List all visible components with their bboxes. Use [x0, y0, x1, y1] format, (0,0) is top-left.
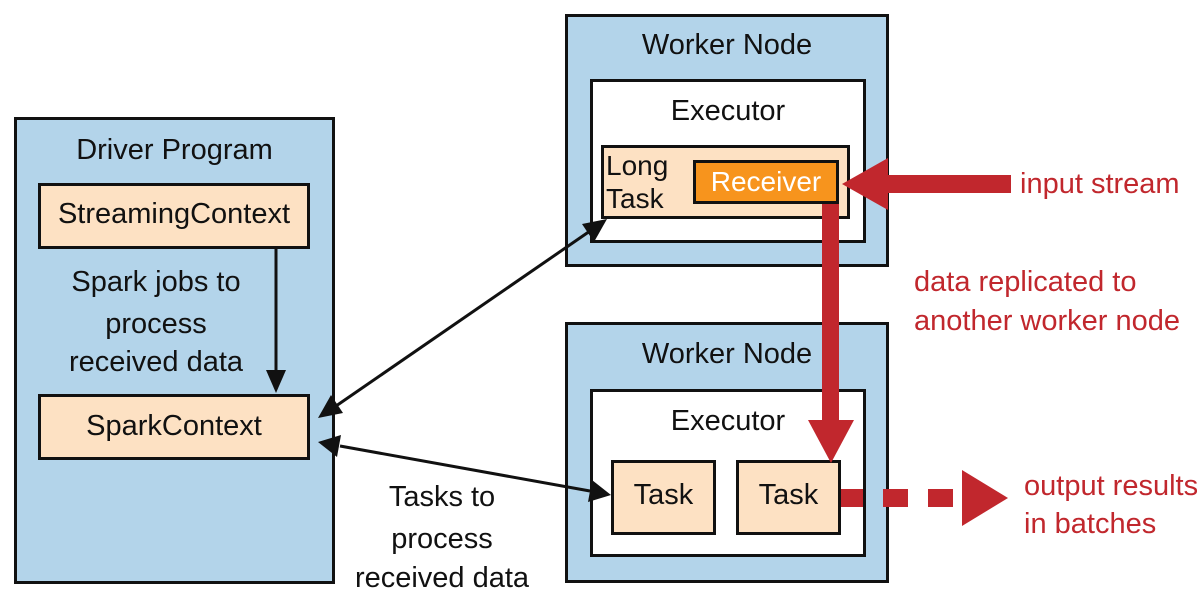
task-label-2: Task — [758, 479, 819, 511]
task-box-2 — [736, 460, 841, 535]
tasks-label-line-2: process — [391, 523, 493, 555]
input-stream-label: input stream — [1020, 168, 1180, 200]
spark-context-box — [38, 394, 310, 460]
replicated-line-2: another worker node — [914, 305, 1180, 337]
tasks-label-line-1: Tasks to — [388, 481, 496, 513]
streaming-context-label: StreamingContext — [57, 198, 291, 230]
long-task-line-1: Long — [606, 150, 669, 181]
task-box-1 — [611, 460, 716, 535]
receiver-label: Receiver — [710, 166, 822, 197]
spark-jobs-line-3: received data — [68, 346, 244, 378]
output-dash-3 — [928, 489, 953, 507]
task-label-1: Task — [633, 479, 694, 511]
output-line-2: in batches — [1024, 508, 1157, 540]
receiver-box — [693, 160, 839, 204]
streaming-context-box — [38, 183, 310, 249]
executor-bottom-title: Executor — [670, 405, 786, 437]
worker-node-top-title: Worker Node — [641, 29, 813, 61]
spark-context-label: SparkContext — [86, 410, 262, 442]
replicated-line-1: data replicated to — [914, 266, 1137, 298]
input-stream-shaft — [885, 175, 1011, 193]
output-head — [962, 470, 1008, 526]
spark-jobs-line-1: Spark jobs to — [71, 266, 241, 298]
driver-program-title: Driver Program — [76, 134, 273, 166]
driver-worker-top-line — [335, 229, 591, 408]
spark-jobs-line-2: process — [105, 308, 207, 340]
long-task-line-2: Task — [606, 183, 664, 214]
output-line-1: output results — [1024, 470, 1197, 502]
executor-top-title: Executor — [670, 95, 786, 127]
worker-node-bottom-title: Worker Node — [641, 338, 813, 370]
tasks-label-line-3: received data — [354, 562, 530, 594]
